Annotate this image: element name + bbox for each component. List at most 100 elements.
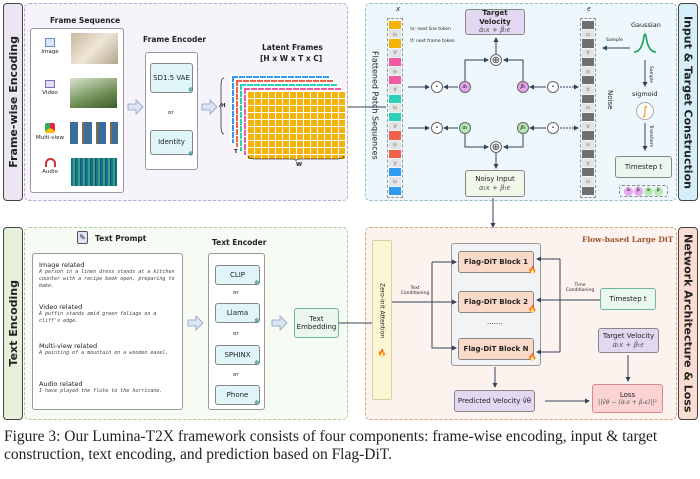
token xyxy=(389,149,401,159)
text-encoder-title: Text Encoder xyxy=(212,238,267,247)
token: \f xyxy=(389,85,401,94)
arrow xyxy=(464,134,489,150)
loss-formula: ||v̂θ − (α̇ₜx + β̇ₜϵ)||² xyxy=(598,399,657,407)
input-target-label: Input & Target Construction xyxy=(678,3,698,201)
timestep-text: Timestep t xyxy=(609,294,647,303)
token xyxy=(582,186,594,195)
token xyxy=(582,57,594,67)
beta-coef: βₜ xyxy=(517,122,529,134)
prompt-text: A person in a linen dress stands at a ki… xyxy=(39,269,175,289)
encoder-name: Phone xyxy=(226,390,249,399)
headphones-icon xyxy=(44,158,56,167)
trainable-icon: 🔥 xyxy=(528,353,537,361)
encoder-name: CLIP xyxy=(229,270,246,279)
arrow xyxy=(503,134,524,150)
clip-box: CLIP xyxy=(215,265,260,285)
flattened-sequence-column: \n\f\n\f\n\f\n\f\n xyxy=(387,18,403,198)
token: \f xyxy=(389,122,401,131)
brace-w xyxy=(247,155,345,162)
label-text: Noise xyxy=(606,90,614,110)
multiply-icon: • xyxy=(547,122,559,134)
token: \f xyxy=(582,48,594,57)
dim-t: T xyxy=(234,149,238,155)
text-embedding-box: Text Embedding xyxy=(294,308,339,338)
encoder-name: Llama xyxy=(226,308,249,317)
coefficient-set: α̇ₜ β̇ₜ αₜ βₜ xyxy=(619,185,668,197)
flow-arrow xyxy=(187,315,204,331)
video-icon xyxy=(45,80,55,88)
token xyxy=(389,76,401,85)
latent-frames-title: Latent Frames xyxy=(262,43,323,52)
coef: βₜ xyxy=(654,186,663,196)
gaussian-label: Gaussian xyxy=(631,21,661,29)
sigmoid-icon: ∫ xyxy=(636,102,654,120)
flow-arrow xyxy=(271,315,288,331)
or-text: or xyxy=(233,290,239,296)
flow-dit-title: Flow-based Large DiT xyxy=(582,235,674,244)
column-x-label: x xyxy=(396,5,401,13)
figure-caption: Figure 3: Our Lumina-T2X framework consi… xyxy=(4,428,658,463)
timestep-box: Timestep t xyxy=(615,156,672,178)
token xyxy=(582,113,594,122)
zero-init-attention: Zero-init Attention🔥 xyxy=(372,240,392,400)
add-icon: ⊕ xyxy=(490,54,502,66)
frame-wise-encoding-label: Frame-wise Encoding xyxy=(3,3,23,201)
token: \n xyxy=(582,177,594,186)
token xyxy=(389,21,401,30)
token xyxy=(389,186,401,195)
coef: αₜ xyxy=(644,186,653,196)
token: \n xyxy=(582,30,594,39)
latent-frames-cube xyxy=(226,74,346,160)
sample-label: Sample xyxy=(606,38,623,43)
frozen-icon: ❄ xyxy=(254,317,260,325)
timestep-box: Timestep t xyxy=(600,288,656,310)
modality-audio: Audio xyxy=(36,158,64,175)
flow-arrow xyxy=(201,99,218,115)
image-icon xyxy=(45,38,55,47)
multiply-icon: • xyxy=(431,81,443,93)
noisy-input-formula: αₜx + βₜϵ xyxy=(479,183,511,192)
llama-box: Llama xyxy=(215,303,260,323)
prompt-text: A puffin stands amid green foliage on a … xyxy=(39,311,157,324)
dit-block-1: Flag-DiT Block 1 xyxy=(458,251,534,273)
timestep-text: Timestep t xyxy=(624,162,663,171)
target-velocity-formula: α̇ₜx + β̇ₜϵ xyxy=(479,26,511,35)
text-encoding-label: Text Encoding xyxy=(3,227,23,420)
identity-text: Identity xyxy=(158,138,185,147)
or-text: or xyxy=(168,110,174,116)
noisy-input-title: Noisy Input xyxy=(475,175,515,184)
block-label: Flag-DiT Block 2 xyxy=(464,297,528,306)
token: \n xyxy=(582,67,594,76)
sd15-vae-text: SD1.5 VAE xyxy=(153,73,190,82)
token xyxy=(582,21,594,30)
predicted-velocity-text: Predicted Velocity v̂θ xyxy=(457,396,532,405)
token xyxy=(582,149,594,159)
or-text: or xyxy=(233,372,239,378)
arrow xyxy=(464,57,489,81)
label-text: Input & Target Construction xyxy=(681,15,695,189)
token xyxy=(389,168,401,177)
text-conditioning-label: Text Conditioning xyxy=(400,286,430,296)
video-thumbnail xyxy=(70,78,117,108)
token: \f xyxy=(582,159,594,168)
identity-box: Identity xyxy=(150,130,193,155)
frozen-icon: ❄ xyxy=(254,399,260,407)
flattened-label: Flattened Patch Sequences xyxy=(368,30,382,180)
sd15-vae-box: SD1.5 VAE xyxy=(150,63,193,93)
loss-box: Loss||v̂θ − (α̇ₜx + β̇ₜϵ)||² xyxy=(592,384,663,413)
modality-multiview: Multi-view xyxy=(33,123,67,141)
token xyxy=(389,57,401,67)
token xyxy=(389,131,401,140)
modality-video: Video xyxy=(36,80,64,96)
prompt-heading: Audio related xyxy=(39,380,83,388)
arrow xyxy=(503,57,524,81)
frame-encoder-title: Frame Encoder xyxy=(143,35,207,44)
token: \f xyxy=(582,122,594,131)
connector-arrows xyxy=(127,37,648,404)
time-conditioning-label: Time Conditioning xyxy=(565,283,595,293)
